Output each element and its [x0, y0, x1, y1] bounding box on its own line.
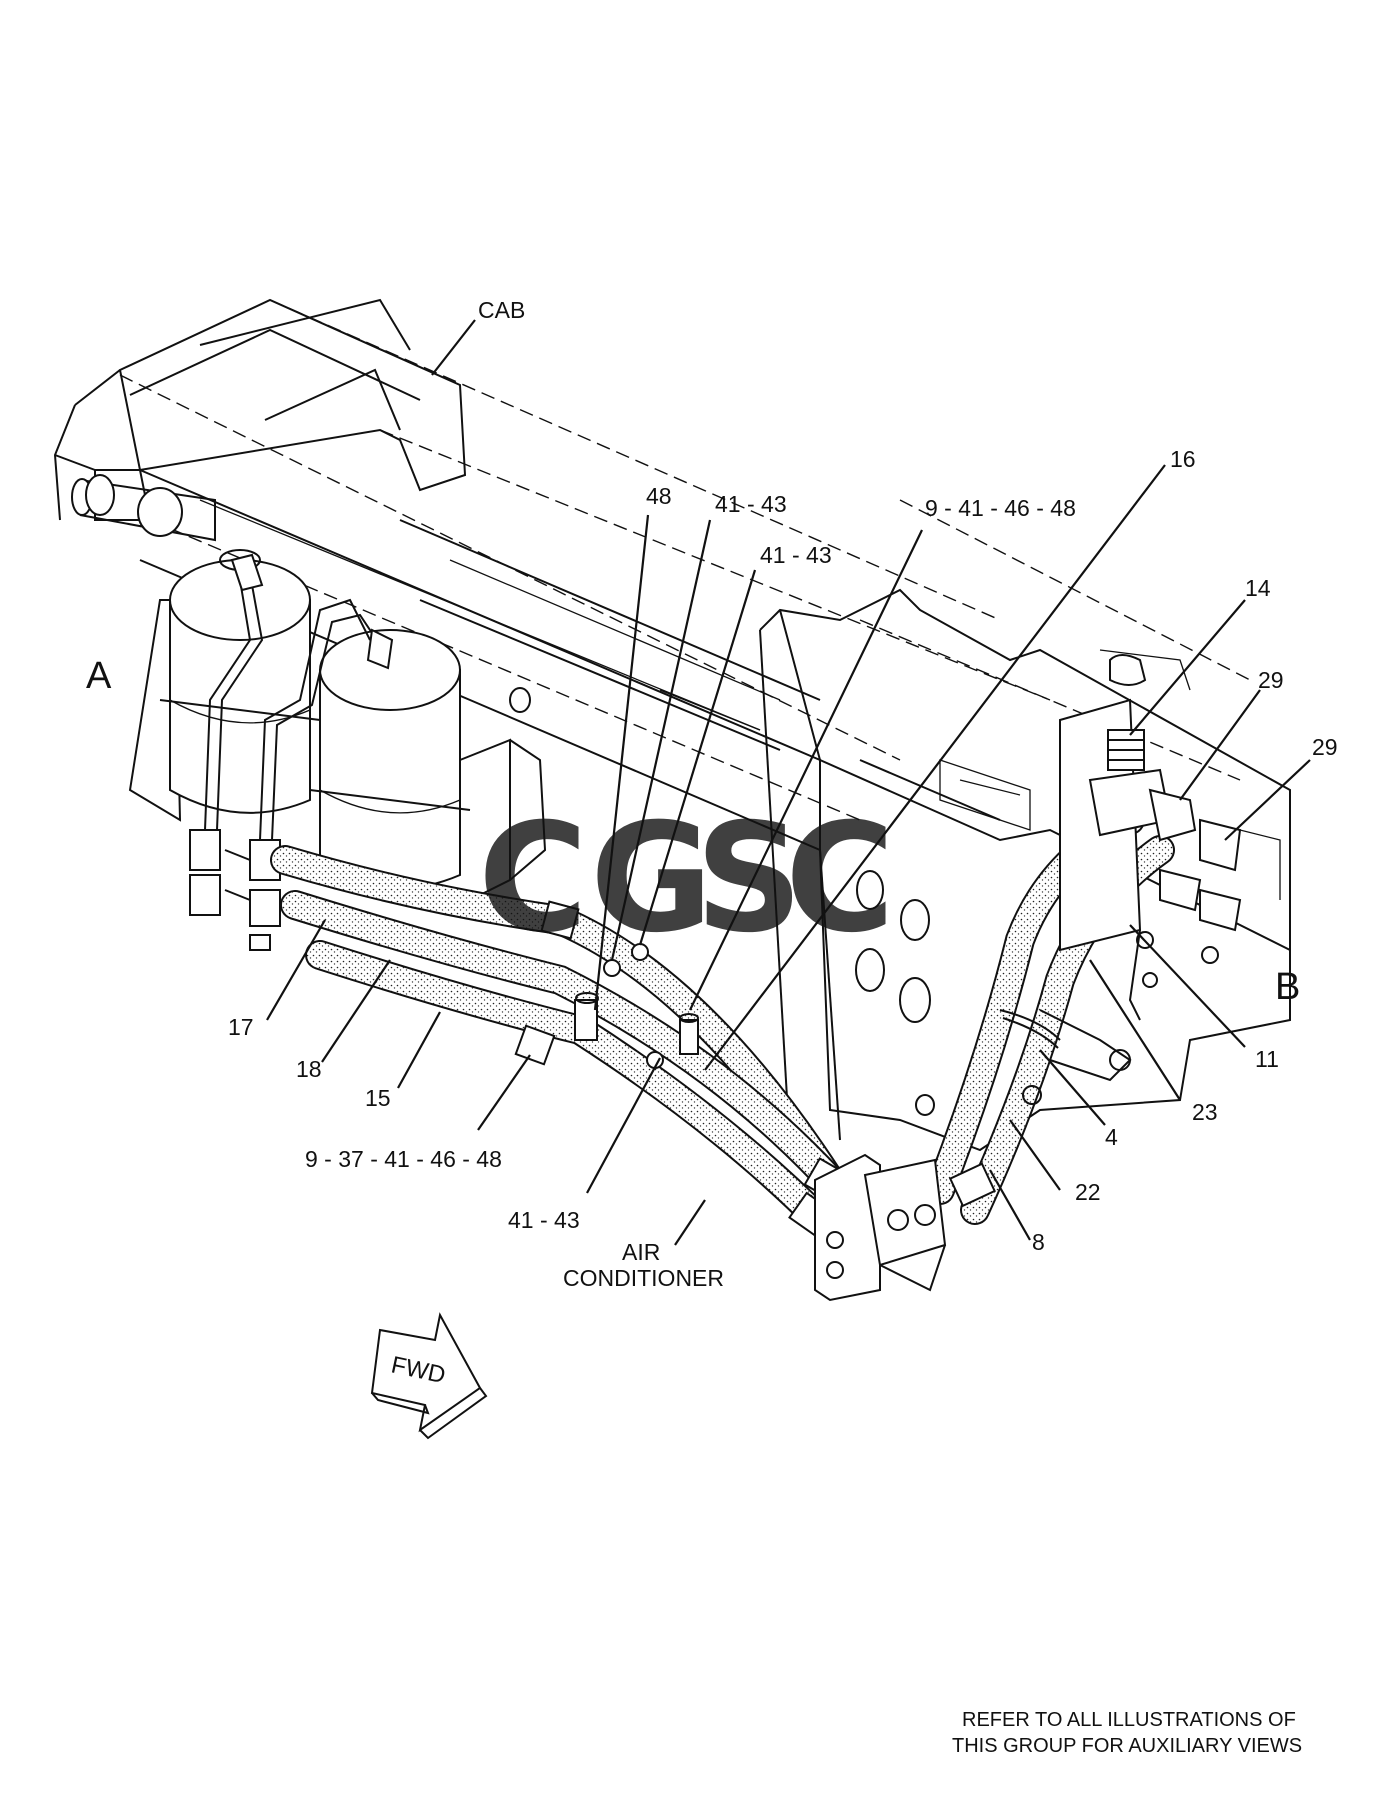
watermark-letter-c1: C — [478, 792, 588, 966]
valve-assembly — [1039, 698, 1242, 1082]
left-fittings — [189, 829, 281, 951]
callout-air: AIR — [622, 1239, 660, 1265]
tank-right — [309, 629, 547, 901]
callout-41-43-a: 41 - 43 — [715, 491, 787, 517]
callout-cab: CAB — [478, 297, 525, 323]
callout-9-37-41-46-48: 9 - 37 - 41 - 46 - 48 — [305, 1146, 502, 1172]
callout-29-a: 29 — [1258, 667, 1284, 693]
callout-17: 17 — [228, 1014, 254, 1040]
watermark-letter-s: S — [695, 792, 803, 966]
hose-bracket — [814, 1153, 947, 1302]
tank-left — [128, 549, 321, 822]
tank-tubes — [204, 553, 394, 841]
callout-8: 8 — [1032, 1229, 1045, 1255]
callout-11: 11 — [1255, 1046, 1279, 1072]
view-label-b: B — [1275, 966, 1300, 1008]
callout-conditioner: CONDITIONER — [563, 1265, 724, 1291]
callout-9-41-46-48: 9 - 41 - 46 - 48 — [925, 495, 1076, 521]
watermark-letter-g: G — [590, 792, 713, 966]
callouts: CAB 48 41 - 43 41 - 43 9 - 41 - 46 - 48 … — [228, 297, 1338, 1291]
watermark: C G S C — [478, 792, 895, 966]
bolts — [603, 931, 1219, 1069]
callout-41-43-b: 41 - 43 — [760, 542, 832, 568]
accumulator-rod — [71, 474, 216, 542]
callout-15: 15 — [365, 1085, 391, 1111]
callout-48: 48 — [646, 483, 672, 509]
footnote: REFER TO ALL ILLUSTRATIONS OF THIS GROUP… — [952, 1709, 1302, 1757]
footnote-line-1: REFER TO ALL ILLUSTRATIONS OF — [962, 1709, 1296, 1731]
footnote-line-2: THIS GROUP FOR AUXILIARY VIEWS — [952, 1735, 1302, 1757]
callout-41-43-c: 41 - 43 — [508, 1207, 580, 1233]
callout-22: 22 — [1075, 1179, 1101, 1205]
callout-16: 16 — [1170, 446, 1196, 472]
callout-23: 23 — [1192, 1099, 1218, 1125]
hose-clip — [999, 1009, 1061, 1105]
watermark-letter-c2: C — [785, 792, 895, 966]
callout-14: 14 — [1245, 575, 1271, 601]
view-label-a: A — [86, 655, 112, 697]
callout-18: 18 — [296, 1056, 322, 1082]
forward-arrow-icon: FWD — [370, 1312, 488, 1440]
callout-29-b: 29 — [1312, 734, 1338, 760]
callout-4: 4 — [1105, 1124, 1118, 1150]
leader-lines — [266, 319, 1311, 1246]
